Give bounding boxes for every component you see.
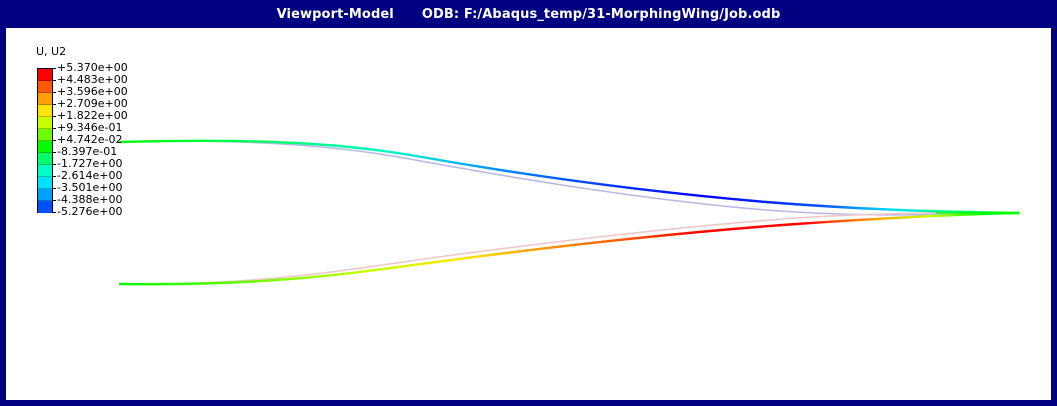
- legend-color-swatch: [38, 81, 52, 93]
- legend-title: U, U2: [36, 45, 67, 58]
- wing-deformation-plot: [118, 139, 1020, 286]
- undeformed-lower-surface: [118, 212, 1020, 285]
- model-canvas[interactable]: U, U2 +5.370e+00+4.483e+00+3.596e+00+2.7…: [6, 28, 1051, 400]
- legend-color-swatch: [38, 201, 52, 213]
- legend-color-swatch: [38, 69, 52, 81]
- legend-label: -8.397e-01: [51, 145, 118, 158]
- odb-label: ODB:: [421, 6, 460, 22]
- legend-color-swatch: [38, 189, 52, 201]
- deformed-lower-surface: [118, 211, 1020, 286]
- legend-label: +4.742e-02: [51, 133, 123, 146]
- legend-label: -3.501e+00: [51, 181, 123, 194]
- odb-path: F:/Abaqus_temp/31-MorphingWing/Job.odb: [463, 6, 781, 22]
- legend-label: +1.822e+00: [52, 109, 128, 122]
- legend-label: +4.483e+00: [52, 73, 128, 86]
- undeformed-upper-surface: [118, 140, 1020, 216]
- viewport-name: Viewport-Model: [276, 6, 394, 22]
- viewport-title-bar[interactable]: Viewport-Model ODB: F:/Abaqus_temp/31-Mo…: [0, 0, 1057, 28]
- legend-label: -1.727e+00: [51, 157, 123, 170]
- deformed-upper-surface: [118, 139, 1020, 215]
- legend-color-swatch: [38, 177, 52, 189]
- legend-label: -5.276e+00: [51, 205, 123, 218]
- legend-label: +5.370e+00: [52, 61, 128, 74]
- legend-color-bar: [37, 68, 53, 213]
- legend-color-swatch: [38, 153, 52, 165]
- legend-label: -2.614e+00: [51, 169, 123, 182]
- legend-color-swatch: [38, 117, 52, 129]
- legend-label: +9.346e-01: [51, 121, 123, 134]
- legend-label: +2.709e+00: [52, 97, 128, 110]
- legend-color-swatch: [38, 105, 52, 117]
- legend-color-swatch: [38, 93, 52, 105]
- legend-color-swatch: [38, 165, 52, 177]
- legend-color-swatch: [38, 141, 52, 153]
- legend-label: -4.388e+00: [51, 193, 123, 206]
- legend-color-swatch: [38, 129, 52, 141]
- legend-label: +3.596e+00: [52, 85, 128, 98]
